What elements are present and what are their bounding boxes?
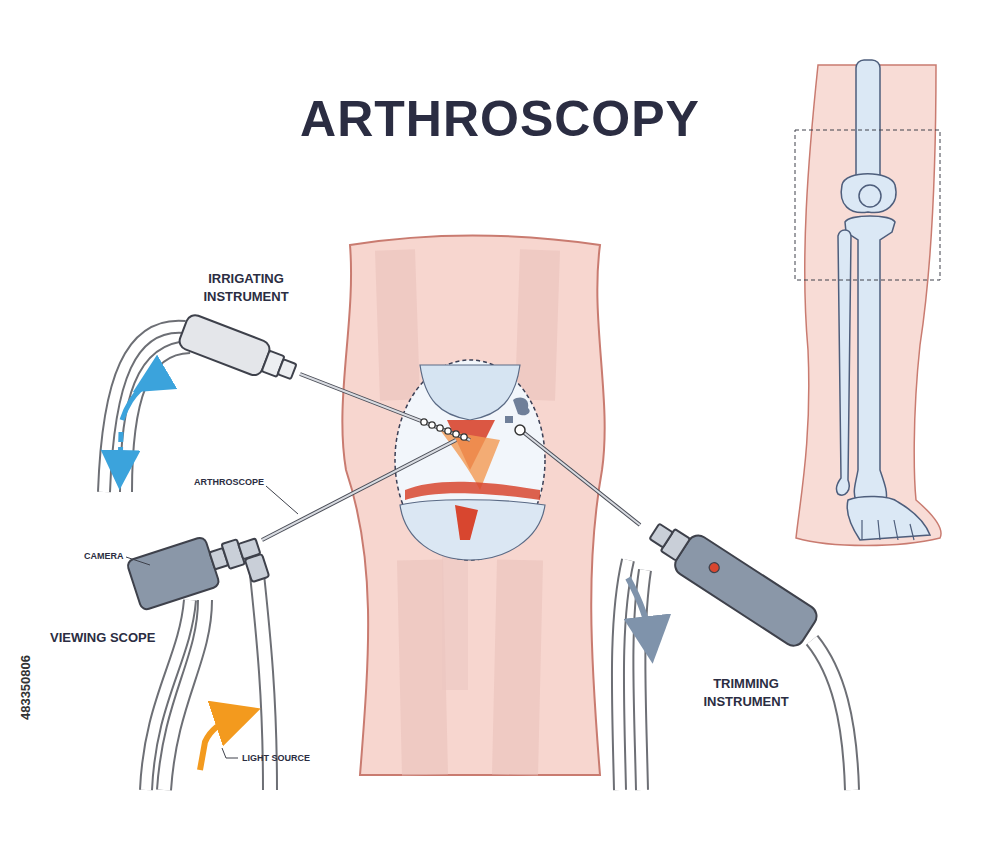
leader-lines (126, 486, 298, 758)
viewing-scope (126, 440, 456, 790)
part-label: TRIMMING INSTRUMENT (688, 675, 804, 710)
diagram-title: ARTHROSCOPY (0, 92, 1000, 147)
watermark-number: 483350806 (18, 633, 33, 743)
part-label: VIEWING SCOPE (50, 630, 155, 645)
leg-overview (795, 60, 941, 546)
knee-leg (342, 236, 604, 776)
part-label: IRRIGATING INSTRUMENT (190, 270, 302, 305)
part-label: LIGHT SOURCE (242, 753, 310, 763)
trimming-instrument (515, 425, 852, 790)
part-label: ARTHROSCOPE (194, 477, 264, 487)
part-label: CAMERA (84, 551, 124, 561)
irrigating-instrument (104, 313, 470, 492)
